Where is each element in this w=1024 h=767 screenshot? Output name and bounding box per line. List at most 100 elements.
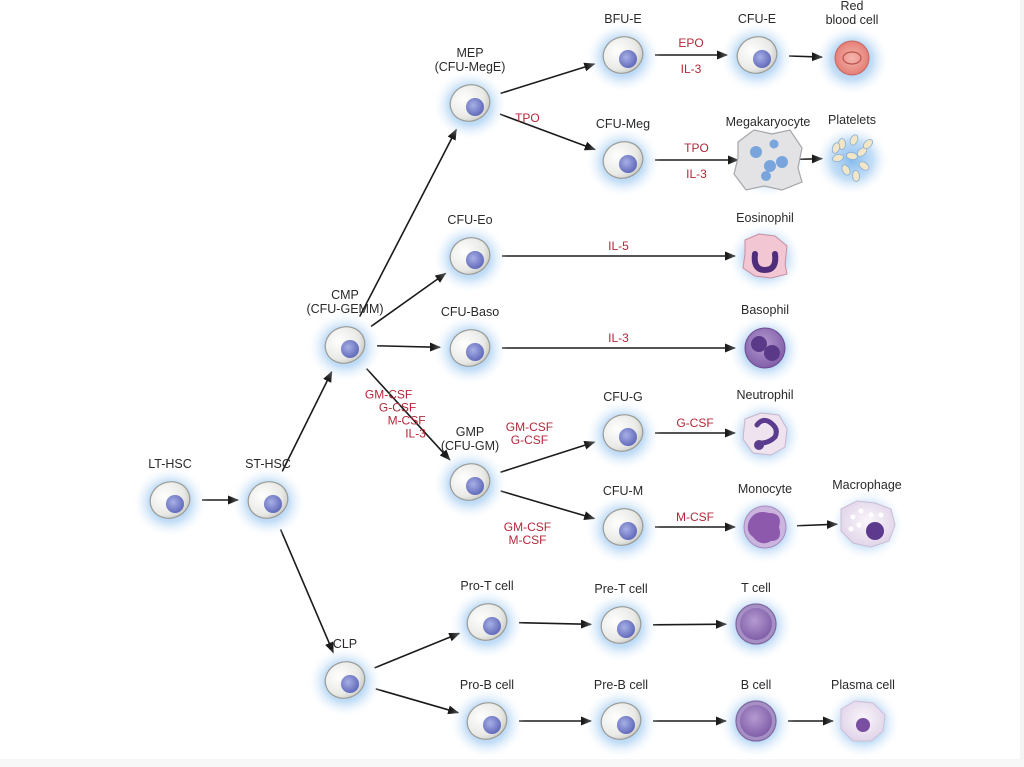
eosinophil-nucleus xyxy=(751,251,779,274)
cell-node-cfubaso xyxy=(432,314,508,386)
cell-nucleus xyxy=(619,428,637,446)
macrophage-vacuole xyxy=(868,512,874,518)
edge-mep-to-bfue xyxy=(500,62,596,95)
edge-cmp-to-cfueo xyxy=(370,272,447,328)
macrophage-vacuole xyxy=(848,526,854,532)
platelet xyxy=(831,142,841,154)
cell-nucleus xyxy=(619,50,637,68)
neutrophil-lobe xyxy=(754,440,764,450)
megakaryocyte-granule xyxy=(769,139,779,149)
basophil-lobe xyxy=(764,345,780,361)
cell-node-tcell xyxy=(718,590,794,662)
macrophage-vacuole xyxy=(850,514,856,520)
cell-node-monocyte xyxy=(727,493,803,565)
factor-label-cfueo-to-eosinophil: IL-5 xyxy=(608,239,629,253)
edge-sthsc-to-clp xyxy=(279,529,334,654)
cell-label-cfubaso: CFU-Baso xyxy=(441,305,499,319)
cell-node-gmp xyxy=(432,448,508,520)
cell-label-cfue: CFU-E xyxy=(738,12,776,26)
cell-nucleus xyxy=(466,98,484,116)
factor-label-cfug-to-neutrophil: G-CSF xyxy=(676,416,713,430)
basophil-lobe xyxy=(751,336,767,352)
platelet xyxy=(846,152,858,160)
megakaryocyte-granule xyxy=(761,171,771,181)
cell-nucleus xyxy=(166,495,184,513)
edge-pret-to-tcell xyxy=(652,619,728,629)
cell-label-eosinophil: Eosinophil xyxy=(736,211,794,225)
cell-label-cfumeg: CFU-Meg xyxy=(596,117,650,131)
cell-label-gmp: (CFU-GM) xyxy=(441,439,499,453)
cell-glow xyxy=(814,124,890,196)
macrophage-vacuole xyxy=(856,522,862,528)
cell-node-bcell xyxy=(718,687,794,759)
edge-sthsc-to-cmp xyxy=(281,370,333,472)
platelet xyxy=(849,134,859,146)
cell-nucleus xyxy=(619,522,637,540)
edges-layer xyxy=(202,50,839,726)
factor-label-cmp-to-gmp: M-CSF xyxy=(388,414,426,428)
edge-cmp-to-mep xyxy=(358,128,457,317)
cell-node-prot xyxy=(449,588,525,660)
cell-label-cmp: CMP xyxy=(331,288,359,302)
cell-label-mep: MEP xyxy=(456,46,483,60)
macrophage-vacuole xyxy=(858,508,864,514)
cell-node-cfumeg xyxy=(585,126,661,198)
factor-label-cfum-to-monocyte: M-CSF xyxy=(676,510,714,524)
plasma-nucleus xyxy=(856,718,870,732)
megakaryocyte-granule xyxy=(776,156,788,168)
macrophage-vacuole xyxy=(878,512,884,518)
cell-label-lthsc: LT-HSC xyxy=(148,457,192,471)
cell-label-platelets: Platelets xyxy=(828,113,876,127)
platelet xyxy=(841,164,851,176)
cell-label-preb: Pre-B cell xyxy=(594,678,648,692)
edge-cmp-to-cfubaso xyxy=(376,342,442,352)
cell-node-bfue xyxy=(585,21,661,93)
cell-node-mep xyxy=(432,69,508,141)
cell-label-plasma: Plasma cell xyxy=(831,678,895,692)
factor-label-cfumeg-to-megak: TPO xyxy=(684,141,709,155)
lymphocyte-nucleus xyxy=(740,608,772,640)
cell-node-cfueo xyxy=(432,222,508,294)
factor-label-cfubaso-to-basophil: IL-3 xyxy=(608,331,629,345)
factor-label-bfue-to-cfue: IL-3 xyxy=(681,62,702,76)
macrophage-nucleus xyxy=(866,522,884,540)
page-edge-bottom xyxy=(0,759,1024,767)
cell-nucleus xyxy=(483,716,501,734)
cell-node-eosinophil xyxy=(727,222,803,294)
cell-nucleus xyxy=(341,340,359,358)
edge-mep-to-cfumeg xyxy=(499,113,596,151)
cell-node-plasma xyxy=(825,687,901,759)
cell-nucleus xyxy=(617,620,635,638)
cell-node-rbc xyxy=(814,24,890,96)
cell-node-neutrophil xyxy=(727,399,803,471)
cell-nucleus xyxy=(483,617,501,635)
cell-label-rbc: blood cell xyxy=(826,13,879,27)
platelet xyxy=(862,138,874,150)
cell-node-basophil xyxy=(727,314,803,386)
cell-nucleus xyxy=(466,251,484,269)
monocyte-nucleus xyxy=(747,512,780,544)
cell-label-macrophage: Macrophage xyxy=(832,478,902,492)
platelet xyxy=(852,170,860,182)
cell-label-prob: Pro-B cell xyxy=(460,678,514,692)
neutrophil-body xyxy=(742,412,788,456)
cell-nucleus xyxy=(753,50,771,68)
cell-label-cfug: CFU-G xyxy=(603,390,643,404)
cell-label-tcell: T cell xyxy=(741,581,771,595)
cell-node-sthsc xyxy=(230,466,306,538)
factor-label-mep-to-cfumeg: TPO xyxy=(515,111,540,125)
cell-label-mep: (CFU-MegE) xyxy=(435,60,506,74)
platelet xyxy=(858,161,870,171)
cell-label-rbc: Red xyxy=(841,0,864,13)
cell-label-monocyte: Monocyte xyxy=(738,482,792,496)
rbc-center xyxy=(842,51,862,65)
cell-node-preb xyxy=(583,687,659,759)
cell-label-gmp: GMP xyxy=(456,425,484,439)
factor-label-cmp-to-gmp: IL-3 xyxy=(405,427,426,441)
factor-label-gmp-to-cfum: M-CSF xyxy=(508,533,546,547)
cell-label-prot: Pro-T cell xyxy=(460,579,513,593)
edge-clp-to-prot xyxy=(374,632,461,669)
